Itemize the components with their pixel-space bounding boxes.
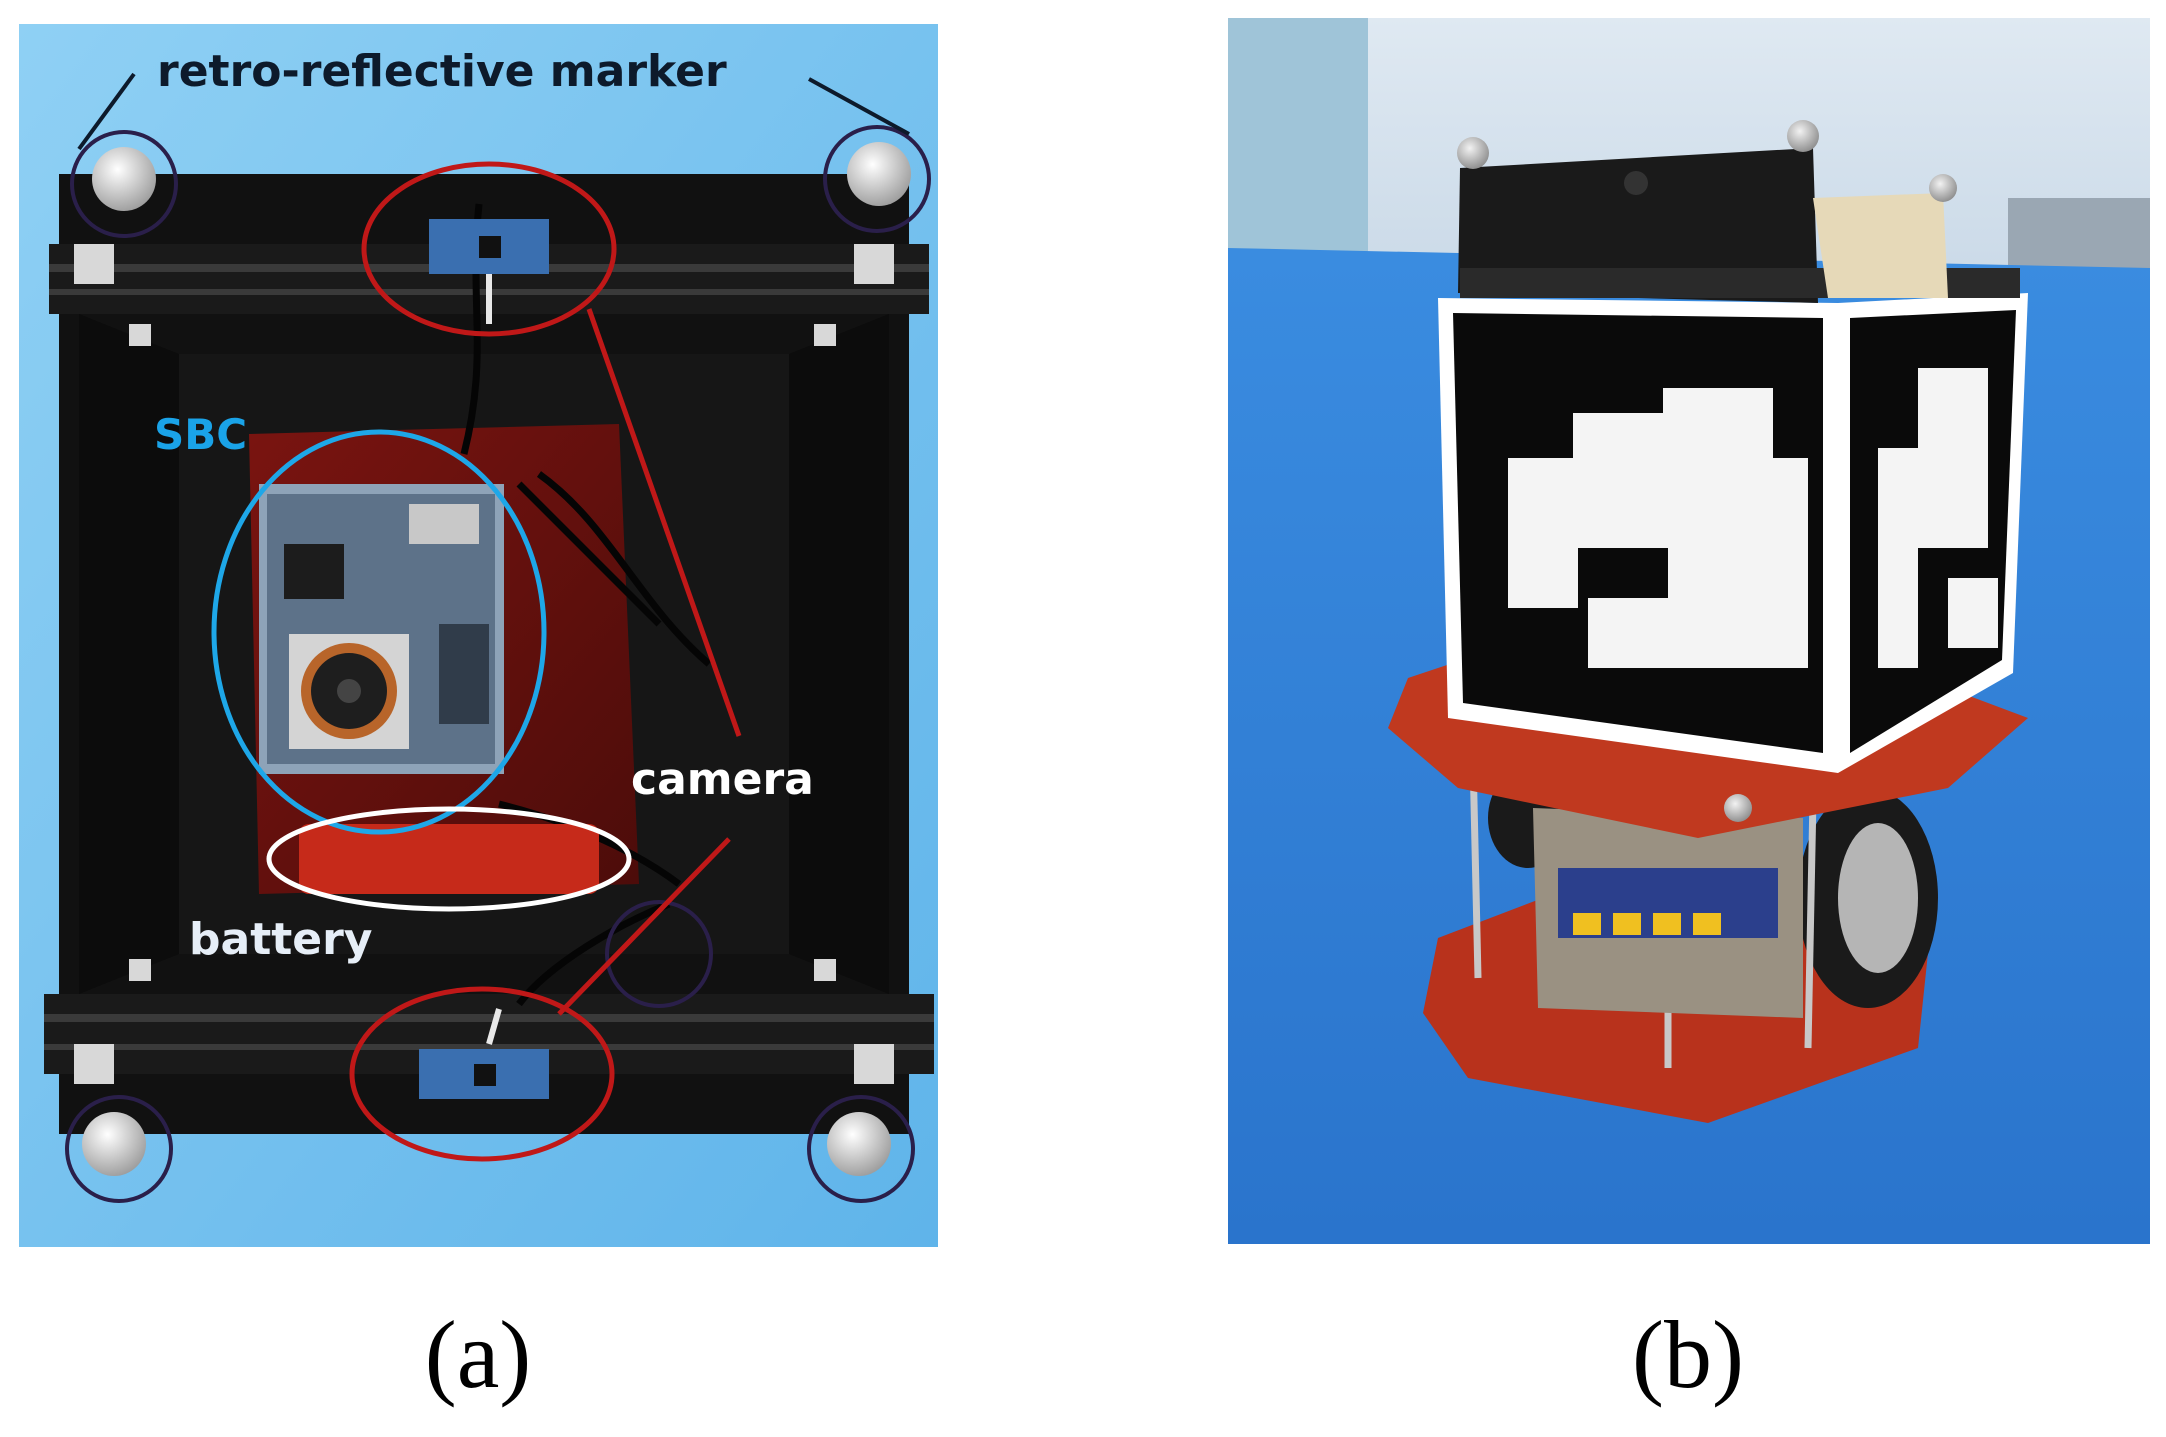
robot-top-view-photo: retro-reflective marker SBC camera batte… xyxy=(19,24,938,1247)
top-frame xyxy=(1458,148,1818,303)
camera-module-bottom xyxy=(419,1008,549,1099)
sbc-label: SBC xyxy=(154,410,247,459)
sbc-ellipse xyxy=(211,429,547,835)
right-wall xyxy=(789,314,889,994)
marker-leader-lines xyxy=(77,72,910,151)
fiducial-tag-front xyxy=(1508,388,1808,668)
marker-balls xyxy=(82,142,911,1176)
battery-ellipse xyxy=(266,806,632,912)
corner-brackets xyxy=(74,244,894,1084)
photo-panel-a: retro-reflective marker SBC camera batte… xyxy=(19,24,938,1247)
camera-label: camera xyxy=(631,754,814,805)
marker-circles xyxy=(65,125,931,1203)
camera-module-top xyxy=(429,219,549,324)
caption-b: (b) xyxy=(1632,1301,1744,1408)
camera-annotations xyxy=(349,161,742,1162)
robot-side-view-photo xyxy=(1228,18,2150,1244)
marker-label: retro-reflective marker xyxy=(157,46,727,97)
marker-balls-b xyxy=(1457,120,1957,822)
photo-panel-b xyxy=(1228,18,2150,1244)
battery-pack xyxy=(299,824,599,894)
sbc-board xyxy=(259,484,504,774)
caption-a: (a) xyxy=(424,1301,532,1408)
fiducial-tag-side xyxy=(1878,368,1998,668)
battery-label: battery xyxy=(189,914,372,965)
left-wall xyxy=(79,314,179,994)
